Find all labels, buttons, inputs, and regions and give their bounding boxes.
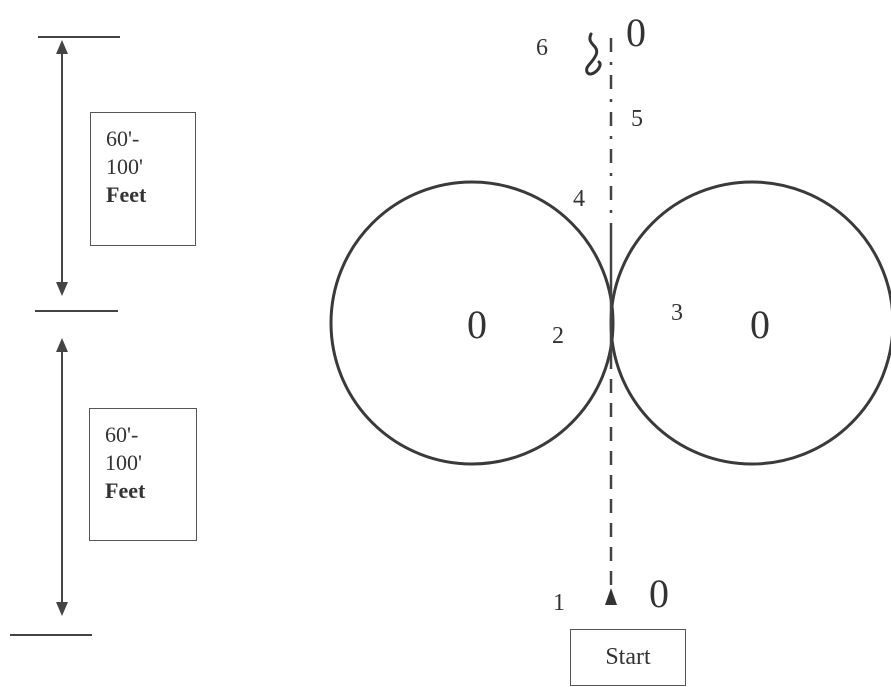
lower-distance-box: 60'- 100' Feet <box>89 408 197 541</box>
point-label-1: 1 <box>553 590 565 616</box>
start-box: Start <box>570 629 686 686</box>
start-label: Start <box>605 644 651 670</box>
point-label-4: 4 <box>573 186 585 212</box>
upper-arrow-up <box>56 40 68 54</box>
lower-distance-line2: 100' <box>105 450 142 475</box>
zero-marker-top: 0 <box>626 10 646 55</box>
zero-marker-right-circle: 0 <box>750 302 770 347</box>
point-label-3: 3 <box>671 300 683 326</box>
upper-distance-unit: Feet <box>106 182 147 207</box>
upper-arrow-down <box>56 282 68 296</box>
lower-distance-unit: Feet <box>105 478 146 503</box>
finish-squiggle-icon <box>585 32 602 76</box>
upper-distance-box: 60'- 100' Feet <box>90 112 196 246</box>
point-label-2: 2 <box>552 323 564 349</box>
point-label-6: 6 <box>536 35 548 61</box>
lower-arrow-up <box>56 338 68 352</box>
upper-distance-line2: 100' <box>106 154 143 179</box>
zero-marker-left-circle: 0 <box>467 302 487 347</box>
lower-distance-line1: 60'- <box>105 422 139 447</box>
zero-marker-start: 0 <box>649 571 669 616</box>
upper-distance-line1: 60'- <box>106 126 140 151</box>
point-label-5: 5 <box>631 106 643 132</box>
start-arrow-icon <box>605 588 617 605</box>
lower-arrow-down <box>56 602 68 616</box>
left-circle <box>329 180 615 466</box>
